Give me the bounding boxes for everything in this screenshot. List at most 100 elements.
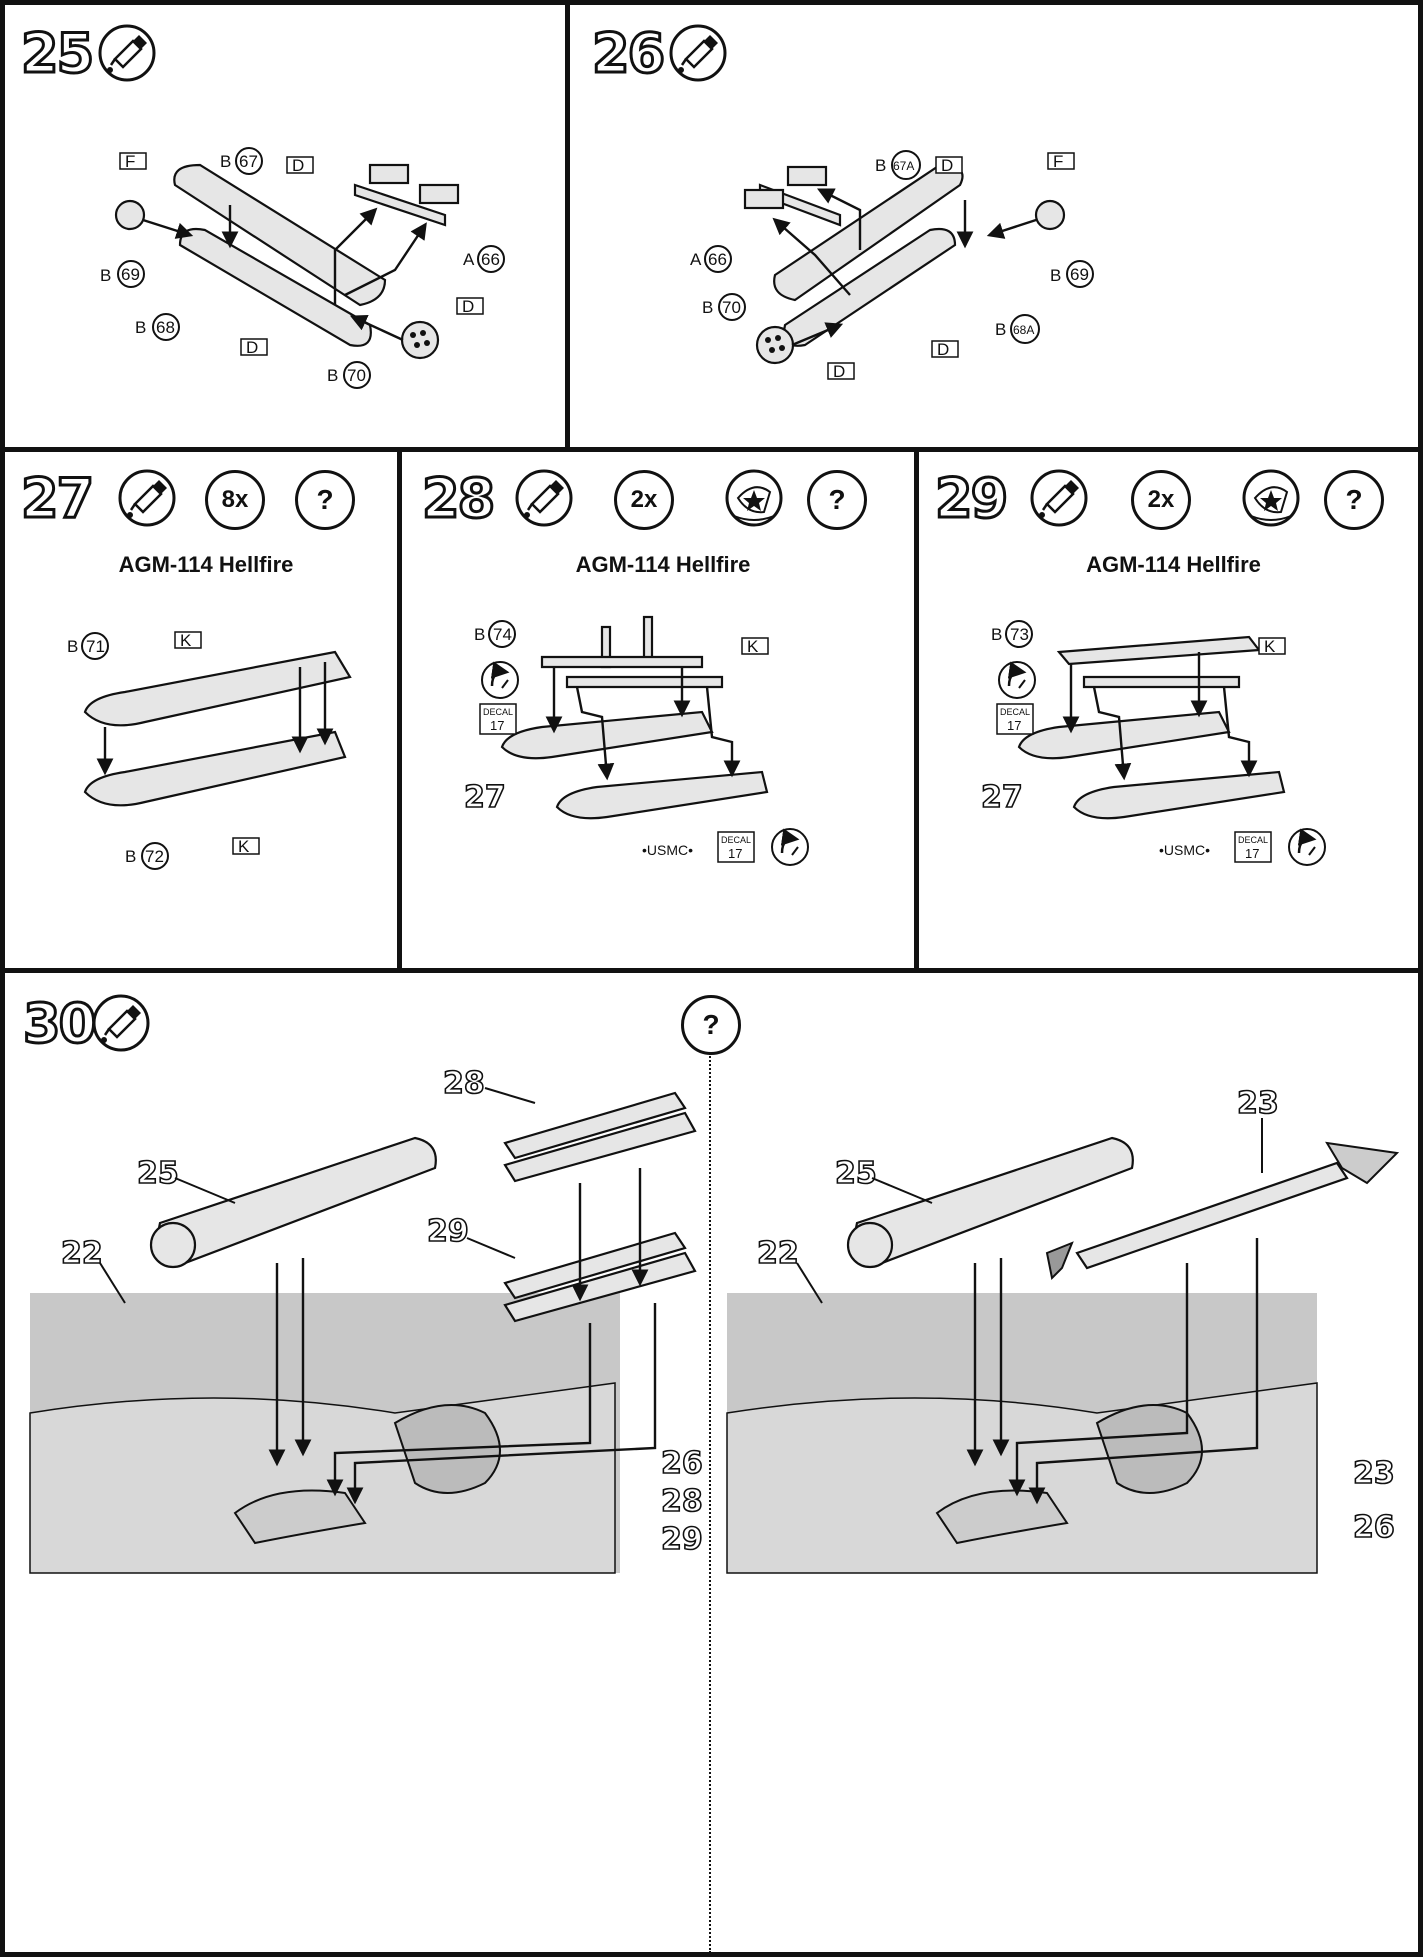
svg-text:A: A xyxy=(690,250,702,269)
svg-text:D: D xyxy=(941,156,953,175)
svg-text:22: 22 xyxy=(757,1236,799,1271)
svg-text:B: B xyxy=(875,156,886,175)
decal-icon xyxy=(725,469,783,527)
svg-text:D: D xyxy=(833,362,845,381)
step-30-right-diagram: 25 22 23 23 26 xyxy=(726,1085,1400,1574)
label-b70: 70 xyxy=(347,366,366,385)
usmc-label: •USMC• xyxy=(642,842,693,858)
decal-label: DECAL xyxy=(483,707,513,717)
step-27-panel: 27 8x ? AGM-114 Hellfire B 71 K B 72 K xyxy=(0,447,402,973)
part-a66-bracket xyxy=(353,183,447,227)
step-number: 30 xyxy=(21,992,97,1055)
step-25-diagram: B 67 F D B 69 B 68 D A 66 D B 70 xyxy=(100,147,505,389)
part-b69-cap xyxy=(114,199,146,231)
multiplier-icon: 8x xyxy=(205,470,265,530)
decal-icon xyxy=(1242,469,1300,527)
quantity-label: 2x xyxy=(630,486,658,513)
glue-icon xyxy=(515,469,573,527)
step-number: 27 xyxy=(19,467,95,530)
svg-text:•USMC•: •USMC• xyxy=(1159,842,1210,858)
svg-text:K: K xyxy=(1264,637,1276,656)
subassembly-27: 27 xyxy=(981,780,1023,815)
svg-text:B: B xyxy=(702,298,713,317)
svg-text:F: F xyxy=(1053,152,1063,171)
assembly-25-pod xyxy=(156,1136,437,1265)
step-29-diagram: B 73 K DECAL 17 27 •USMC• DECAL 17 xyxy=(980,620,1423,942)
question-icon: ? xyxy=(1324,470,1384,530)
question-label: ? xyxy=(828,484,846,515)
quantity-label: 8x xyxy=(221,486,249,513)
ref-29: 29 xyxy=(661,1522,703,1557)
ref-23: 23 xyxy=(1353,1456,1395,1491)
question-icon: ? xyxy=(681,995,741,1055)
part-a66-pylon xyxy=(368,163,410,185)
question-label: ? xyxy=(702,1009,720,1040)
step-number: 28 xyxy=(420,467,496,530)
assembly-25-label: 25 xyxy=(137,1156,179,1191)
subassembly-27: 27 xyxy=(464,780,506,815)
step-27-diagram: B 71 K B 72 K xyxy=(67,631,352,870)
assembly-23-missile xyxy=(1075,1161,1349,1270)
assembly-23-label: 23 xyxy=(1237,1086,1279,1121)
label-b68: 68 xyxy=(156,318,175,337)
label-b72: 72 xyxy=(145,847,164,866)
label-b74: 74 xyxy=(493,625,512,644)
ref-28: 28 xyxy=(661,1484,703,1519)
glue-icon xyxy=(92,994,150,1052)
svg-text:DECAL: DECAL xyxy=(1000,707,1030,717)
svg-text:DECAL: DECAL xyxy=(1238,835,1268,845)
svg-text:B: B xyxy=(125,847,136,866)
step-number: 25 xyxy=(19,22,95,85)
svg-text:B: B xyxy=(991,625,1002,644)
svg-text:D: D xyxy=(246,338,258,357)
svg-text:68A: 68A xyxy=(1013,323,1034,337)
multiplier-icon: 2x xyxy=(1131,470,1191,530)
step-28-panel: 28 2x ? AGM-114 Hellfire B 74 K DECAL 17… xyxy=(397,447,919,973)
question-label: ? xyxy=(1345,484,1363,515)
quantity-label: 2x xyxy=(1147,486,1175,513)
step-title: AGM-114 Hellfire xyxy=(575,552,751,577)
svg-text:K: K xyxy=(747,637,759,656)
assembly-29-label: 29 xyxy=(427,1214,469,1249)
step-30-panel: 30 ? 25 22 28 29 26 28 29 xyxy=(0,968,1423,1957)
rotate-icon xyxy=(999,662,1035,698)
step-title: AGM-114 Hellfire xyxy=(1086,552,1261,577)
step-30-left-diagram: 25 22 28 29 26 28 29 xyxy=(29,1065,704,1574)
svg-text:B: B xyxy=(474,625,485,644)
assembly-28-label: 28 xyxy=(443,1066,485,1101)
svg-text:K: K xyxy=(180,631,192,650)
label-b67a: 67A xyxy=(893,159,914,173)
ref-26: 26 xyxy=(661,1446,703,1481)
svg-text:17: 17 xyxy=(1245,846,1259,861)
label-b71: 71 xyxy=(86,637,105,656)
svg-text:69: 69 xyxy=(1070,265,1089,284)
label-d-top: D xyxy=(292,156,304,175)
step-26-diagram: B 67A D F A 66 B 69 B 70 B 68A D D xyxy=(690,150,1094,381)
svg-text:25: 25 xyxy=(835,1156,877,1191)
label-b: B xyxy=(220,152,231,171)
svg-text:A: A xyxy=(463,250,475,269)
svg-text:D: D xyxy=(937,340,949,359)
step-number: 29 xyxy=(933,467,1009,530)
question-label: ? xyxy=(316,484,334,515)
step-29-panel: 29 2x ? AGM-114 Hellfire B 73 K DECAL 17… xyxy=(914,447,1423,973)
multiplier-icon: 2x xyxy=(614,470,674,530)
svg-text:17: 17 xyxy=(490,718,504,733)
part-b70-rockets xyxy=(400,320,440,360)
label-f: F xyxy=(125,152,135,171)
glue-icon xyxy=(1030,469,1088,527)
svg-text:D: D xyxy=(462,297,474,316)
svg-text:66: 66 xyxy=(708,250,727,269)
question-icon: ? xyxy=(295,470,355,530)
svg-text:B: B xyxy=(1050,266,1061,285)
part-b67-shell xyxy=(173,163,387,307)
svg-text:DECAL: DECAL xyxy=(721,835,751,845)
step-28-diagram: B 74 K DECAL 17 27 •USMC• DECAL 17 xyxy=(463,615,922,942)
svg-text:B: B xyxy=(995,320,1006,339)
step-title: AGM-114 Hellfire xyxy=(118,552,294,577)
svg-text:70: 70 xyxy=(722,298,741,317)
label-a66: 66 xyxy=(481,250,500,269)
question-icon: ? xyxy=(807,470,867,530)
svg-text:17: 17 xyxy=(728,846,742,861)
label-b69: 69 xyxy=(121,265,140,284)
